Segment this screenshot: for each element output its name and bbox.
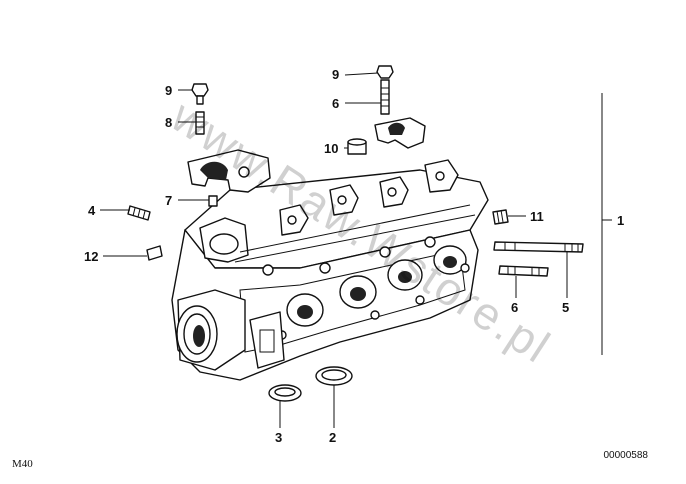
sleeve-8: [195, 111, 205, 135]
callout-3: 3: [275, 430, 282, 445]
callout-10: 10: [324, 141, 338, 156]
callout-9-right: 9: [332, 67, 339, 82]
callout-6-right: 6: [511, 300, 518, 315]
diagram-id: 00000588: [603, 450, 649, 461]
dowel-pin-7: [208, 195, 218, 207]
plug-11: [492, 209, 509, 225]
model-label: M40: [12, 458, 33, 470]
leader-lines: [100, 72, 568, 428]
cylinder-head: [171, 159, 489, 381]
callout-9-left: 9: [165, 83, 172, 98]
callout-4: 4: [88, 203, 96, 218]
plug-12: [146, 245, 163, 261]
callout-8: 8: [165, 115, 172, 130]
bearing-cap-right: [374, 117, 426, 149]
gasket-ring-3: [268, 384, 302, 402]
callout-12: 12: [84, 249, 98, 264]
callout-2: 2: [329, 430, 336, 445]
seal-10: [347, 138, 367, 155]
callout-11: 11: [530, 209, 544, 224]
stud-4: [127, 205, 151, 221]
callout-1: 1: [617, 213, 624, 228]
bearing-cap-left: [187, 149, 271, 193]
gasket-ring-2: [315, 366, 353, 386]
callout-5: 5: [562, 300, 569, 315]
group-bracket-1: [601, 93, 612, 355]
bolt-9-right: [376, 65, 394, 79]
callout-7: 7: [165, 193, 172, 208]
stud-5: [493, 241, 584, 253]
stud-6-right: [498, 265, 549, 277]
callout-6-top: 6: [332, 96, 339, 111]
stud-6-top: [380, 79, 390, 115]
callouts: 9 8 9 6 10 7 4 11 1 12 6 5 3 2: [84, 67, 624, 445]
